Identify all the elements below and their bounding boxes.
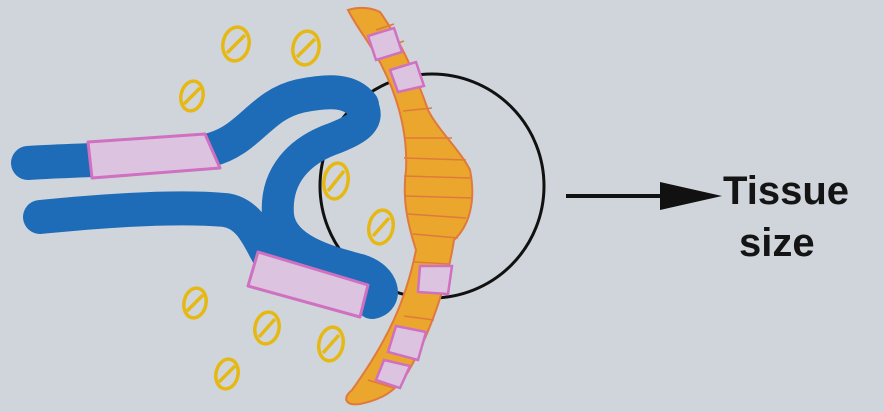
particle xyxy=(220,25,253,64)
arrow-icon xyxy=(566,182,722,210)
particle xyxy=(178,79,206,113)
particle xyxy=(316,325,347,363)
particle xyxy=(181,286,209,320)
orange-band xyxy=(346,8,472,404)
particle xyxy=(252,310,282,346)
particle xyxy=(321,161,351,201)
particle xyxy=(213,357,241,391)
particle xyxy=(290,29,323,68)
size-label: size xyxy=(739,223,815,263)
tissue-label: Tissue xyxy=(723,171,849,211)
blue-y-structure xyxy=(28,92,382,317)
particle xyxy=(366,208,397,246)
band-pink-segment xyxy=(418,266,452,294)
blue-pink-segment xyxy=(88,134,220,178)
